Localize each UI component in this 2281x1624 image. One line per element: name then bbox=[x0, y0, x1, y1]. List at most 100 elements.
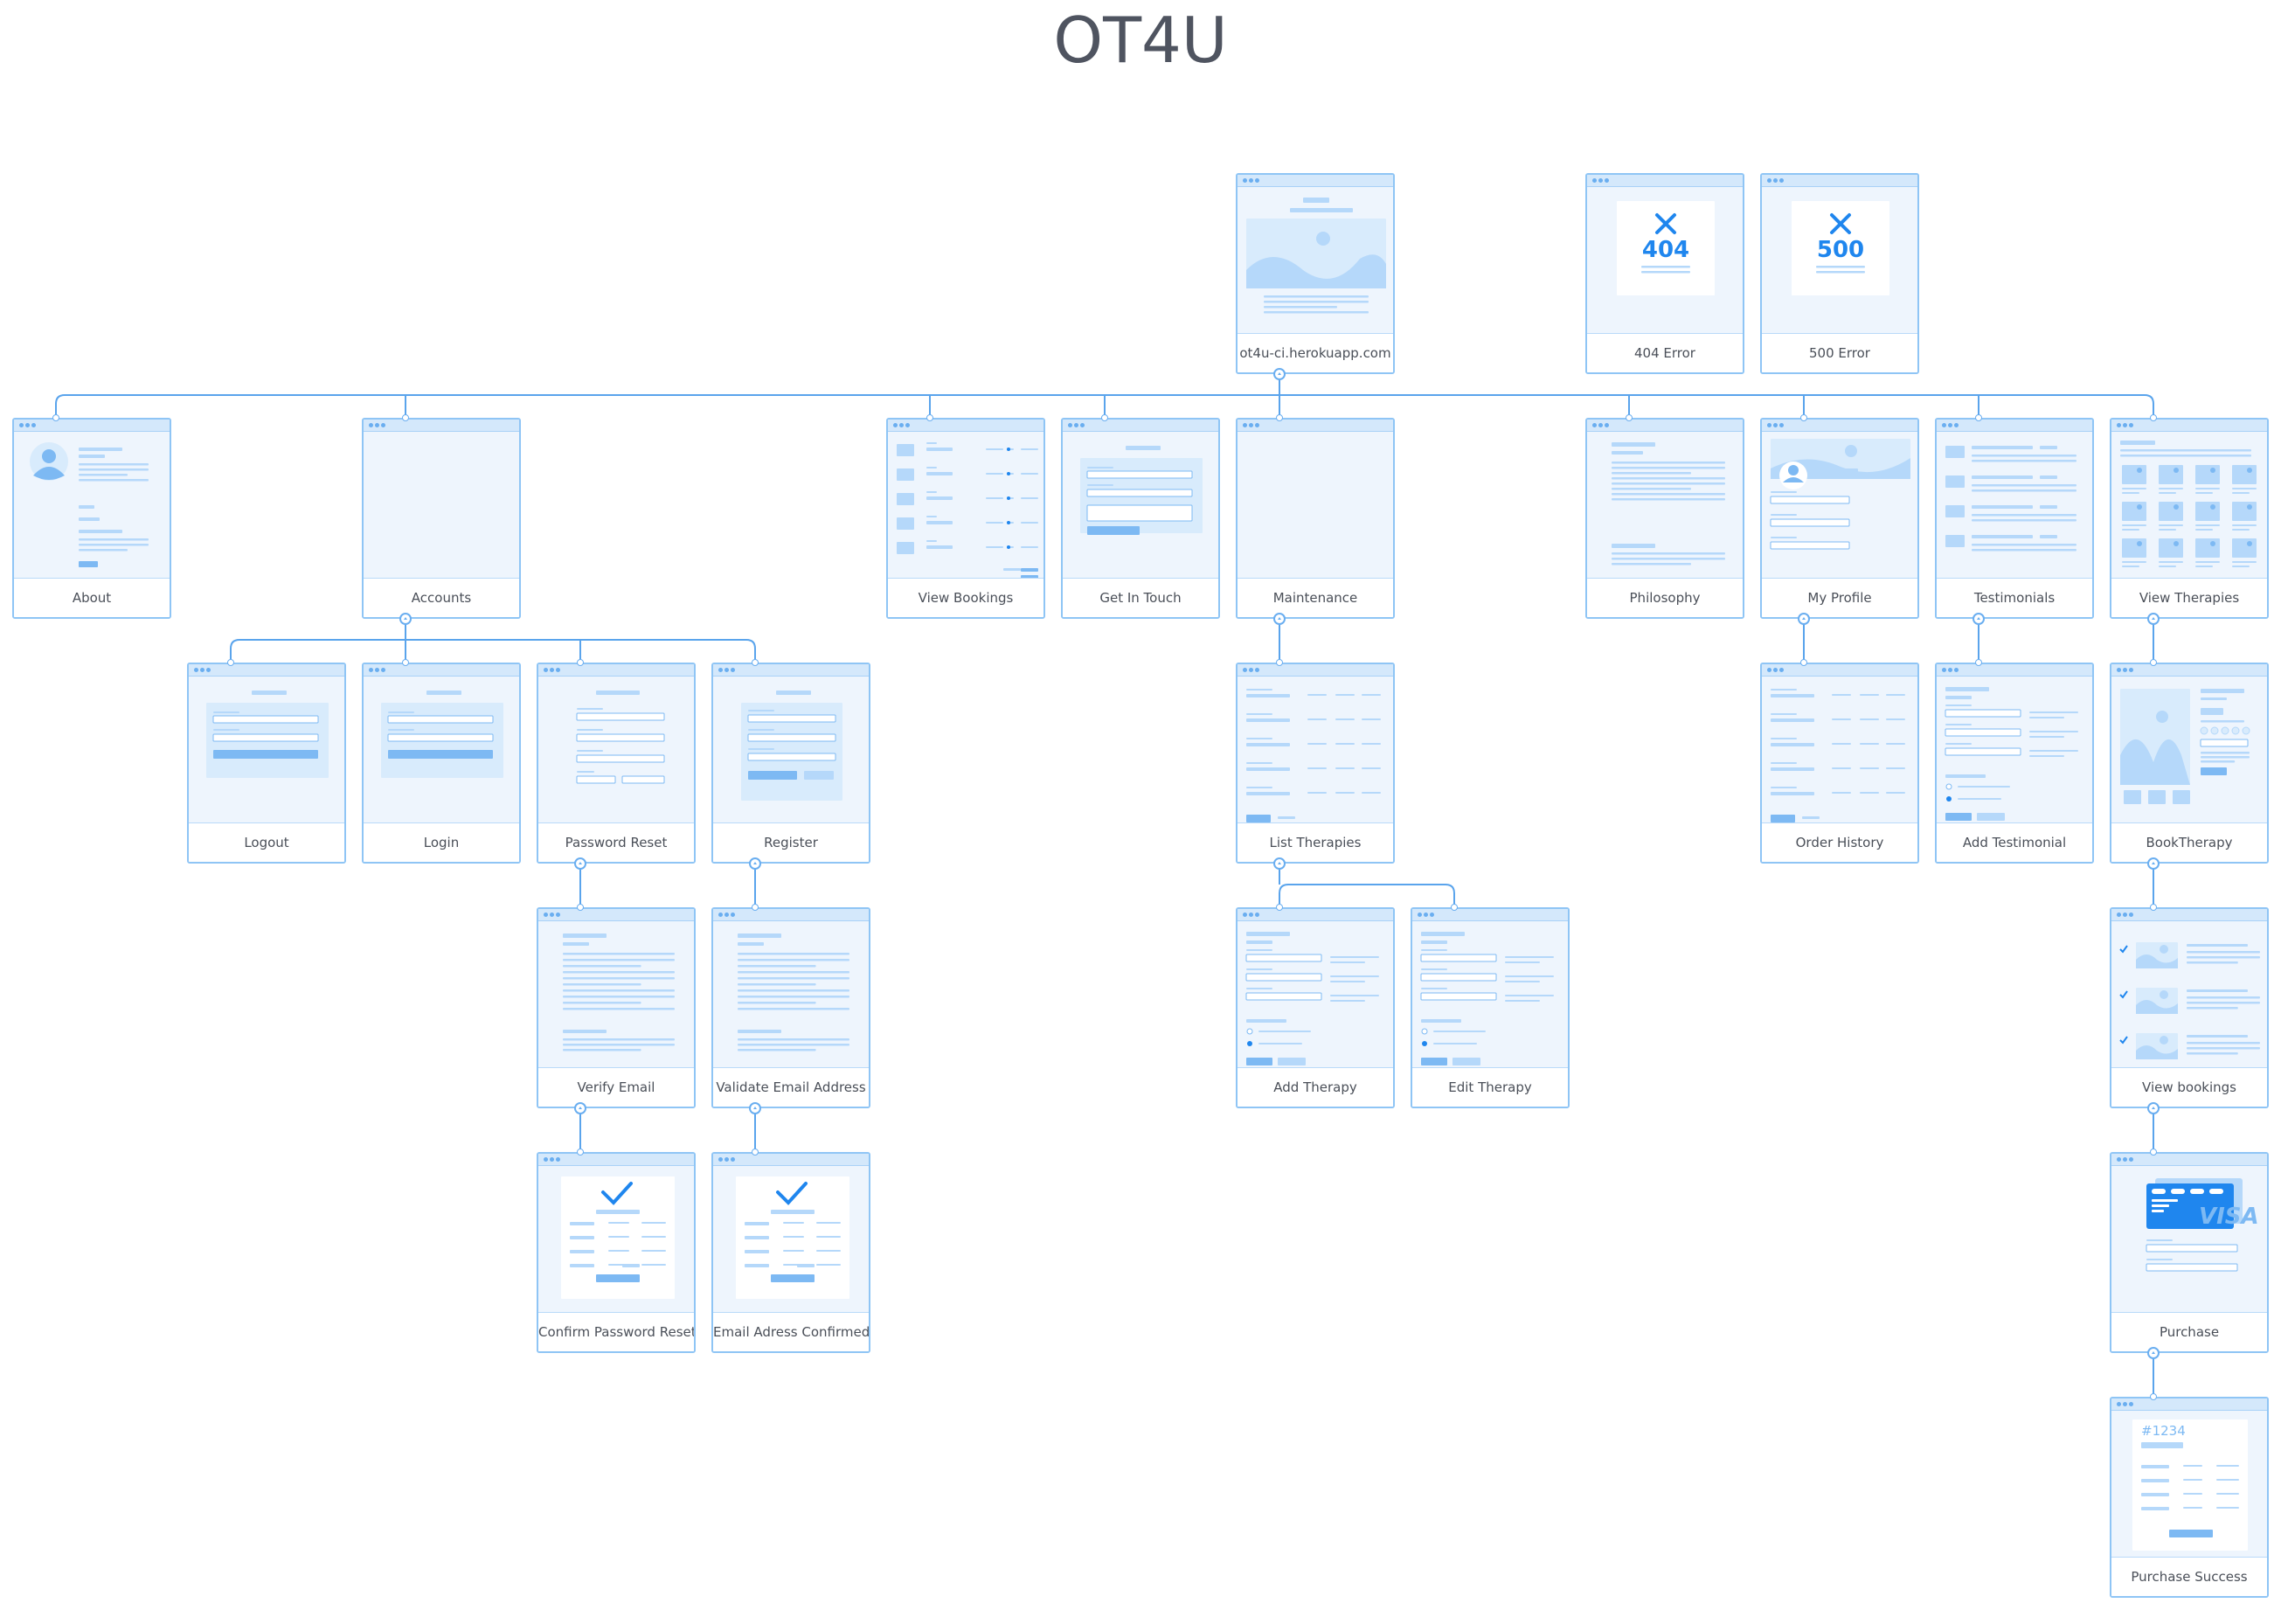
expand-port-icon[interactable] bbox=[749, 857, 761, 870]
user-icon bbox=[1788, 465, 1799, 475]
window-dot bbox=[1767, 423, 1771, 427]
placeholder-bar bbox=[1958, 786, 2010, 788]
expand-port-icon[interactable] bbox=[574, 1102, 586, 1114]
placeholder-bar bbox=[2040, 535, 2057, 538]
placeholder-bar bbox=[783, 1250, 804, 1252]
page-node-home[interactable]: ot4u-ci.herokuapp.com bbox=[1236, 173, 1395, 374]
page-label: View bookings bbox=[2111, 1067, 2267, 1107]
page-node-verifyemail[interactable]: Verify Email bbox=[537, 907, 696, 1108]
expand-port-icon[interactable] bbox=[1273, 368, 1286, 380]
page-node-testimonials[interactable]: Testimonials bbox=[1935, 418, 2094, 619]
placeholder-bar bbox=[1886, 718, 1905, 720]
placeholder-bar bbox=[2141, 1507, 2169, 1510]
page-node-maintenance[interactable]: Maintenance bbox=[1236, 418, 1395, 619]
placeholder-bar bbox=[2122, 566, 2139, 567]
text-line bbox=[563, 1044, 675, 1046]
wireframe-blank bbox=[1238, 432, 1393, 580]
placeholder-bar bbox=[1771, 694, 1814, 697]
page-node-orderhistory[interactable]: Order History bbox=[1760, 663, 1919, 864]
expand-port-icon[interactable] bbox=[2147, 1102, 2160, 1114]
page-node-viewtherapies[interactable]: View Therapies bbox=[2110, 418, 2269, 619]
page-label: Register bbox=[713, 822, 869, 862]
page-node-confirmpw[interactable]: Confirm Password Reset bbox=[537, 1152, 696, 1353]
thumb-image bbox=[897, 542, 914, 554]
page-node-about[interactable]: About bbox=[12, 418, 171, 619]
credit-card bbox=[2146, 1183, 2234, 1229]
placeholder-bar bbox=[2040, 505, 2057, 509]
connector-endpoint bbox=[402, 414, 409, 421]
expand-port-icon[interactable] bbox=[2147, 1347, 2160, 1359]
text-line bbox=[1612, 552, 1725, 555]
sitemap-title: OT4U bbox=[1053, 3, 1228, 77]
page-node-login[interactable]: Login bbox=[362, 663, 521, 864]
page-node-addtestimonial[interactable]: Add Testimonial bbox=[1935, 663, 2094, 864]
input-field bbox=[1086, 489, 1193, 497]
page-node-edittherapy[interactable]: Edit Therapy bbox=[1411, 907, 1570, 1108]
window-dot bbox=[1418, 913, 1422, 917]
wireframe-email bbox=[563, 933, 675, 1051]
wireframe-bookings bbox=[897, 442, 1038, 579]
input-field bbox=[1245, 992, 1322, 1001]
page-node-listtherapies[interactable]: List Therapies bbox=[1236, 663, 1395, 864]
text-line bbox=[738, 989, 849, 992]
window-dot bbox=[1954, 668, 1959, 672]
text-line bbox=[738, 977, 849, 980]
card-digits bbox=[2152, 1189, 2166, 1194]
page-node-booktherapy[interactable]: BookTherapy bbox=[2110, 663, 2269, 864]
page-node-viewbookings[interactable]: View Bookings bbox=[886, 418, 1045, 619]
window-dot bbox=[2117, 423, 2121, 427]
therapy-card bbox=[2159, 502, 2183, 521]
placeholder-bar bbox=[816, 1264, 841, 1266]
page-node-accounts[interactable]: Accounts bbox=[362, 418, 521, 619]
page-node-emailconfirmed[interactable]: Email Adress Confirmed bbox=[711, 1152, 870, 1353]
submit-button bbox=[1246, 1058, 1272, 1065]
text-line bbox=[738, 953, 849, 955]
window-dot bbox=[381, 668, 385, 672]
window-titlebar bbox=[538, 664, 694, 677]
text-line bbox=[79, 549, 128, 552]
placeholder-bar bbox=[570, 1236, 594, 1239]
page-thumbnail bbox=[1238, 187, 1393, 336]
expand-port-icon[interactable] bbox=[1273, 857, 1286, 870]
placeholder-bar bbox=[1307, 767, 1327, 769]
expand-port-icon[interactable] bbox=[1273, 613, 1286, 625]
placeholder-bar bbox=[1246, 689, 1272, 691]
page-node-viewbookings2[interactable]: View bookings bbox=[2110, 907, 2269, 1108]
placeholder-bar bbox=[1087, 484, 1113, 486]
expand-port-icon[interactable] bbox=[399, 613, 412, 625]
page-node-register[interactable]: Register bbox=[711, 663, 870, 864]
placeholder-bar bbox=[2183, 1479, 2202, 1481]
page-label: ot4u-ci.herokuapp.com bbox=[1238, 333, 1393, 372]
expand-port-icon[interactable] bbox=[2147, 857, 2160, 870]
page-node-validateemail[interactable]: Validate Email Address bbox=[711, 907, 870, 1108]
expand-port-icon[interactable] bbox=[1798, 613, 1810, 625]
page-node-addtherapy[interactable]: Add Therapy bbox=[1236, 907, 1395, 1108]
page-node-passwordreset[interactable]: Password Reset bbox=[537, 663, 696, 864]
placeholder-bar bbox=[2216, 1507, 2239, 1509]
expand-port-icon[interactable] bbox=[574, 857, 586, 870]
window-dot bbox=[1068, 423, 1072, 427]
error-code: 500 bbox=[1817, 237, 1864, 263]
text-line bbox=[1612, 563, 1691, 566]
page-node-logout[interactable]: Logout bbox=[187, 663, 346, 864]
placeholder-bar bbox=[2122, 492, 2139, 494]
page-node-philosophy[interactable]: Philosophy bbox=[1585, 418, 1744, 619]
placeholder-bar bbox=[1330, 975, 1379, 977]
page-node-getintouch[interactable]: Get In Touch bbox=[1061, 418, 1220, 619]
window-dot bbox=[725, 668, 729, 672]
placeholder-bar bbox=[986, 522, 1003, 524]
window-dot bbox=[731, 668, 735, 672]
placeholder-bar bbox=[1335, 792, 1355, 794]
window-dot bbox=[375, 423, 379, 427]
button-shape bbox=[771, 1274, 815, 1282]
expand-port-icon[interactable] bbox=[749, 1102, 761, 1114]
expand-port-icon[interactable] bbox=[1972, 613, 1985, 625]
page-label: View Bookings bbox=[888, 578, 1043, 617]
expand-port-icon[interactable] bbox=[2147, 613, 2160, 625]
placeholder-bar bbox=[1945, 743, 1972, 745]
page-node-myprofile[interactable]: My Profile bbox=[1760, 418, 1919, 619]
